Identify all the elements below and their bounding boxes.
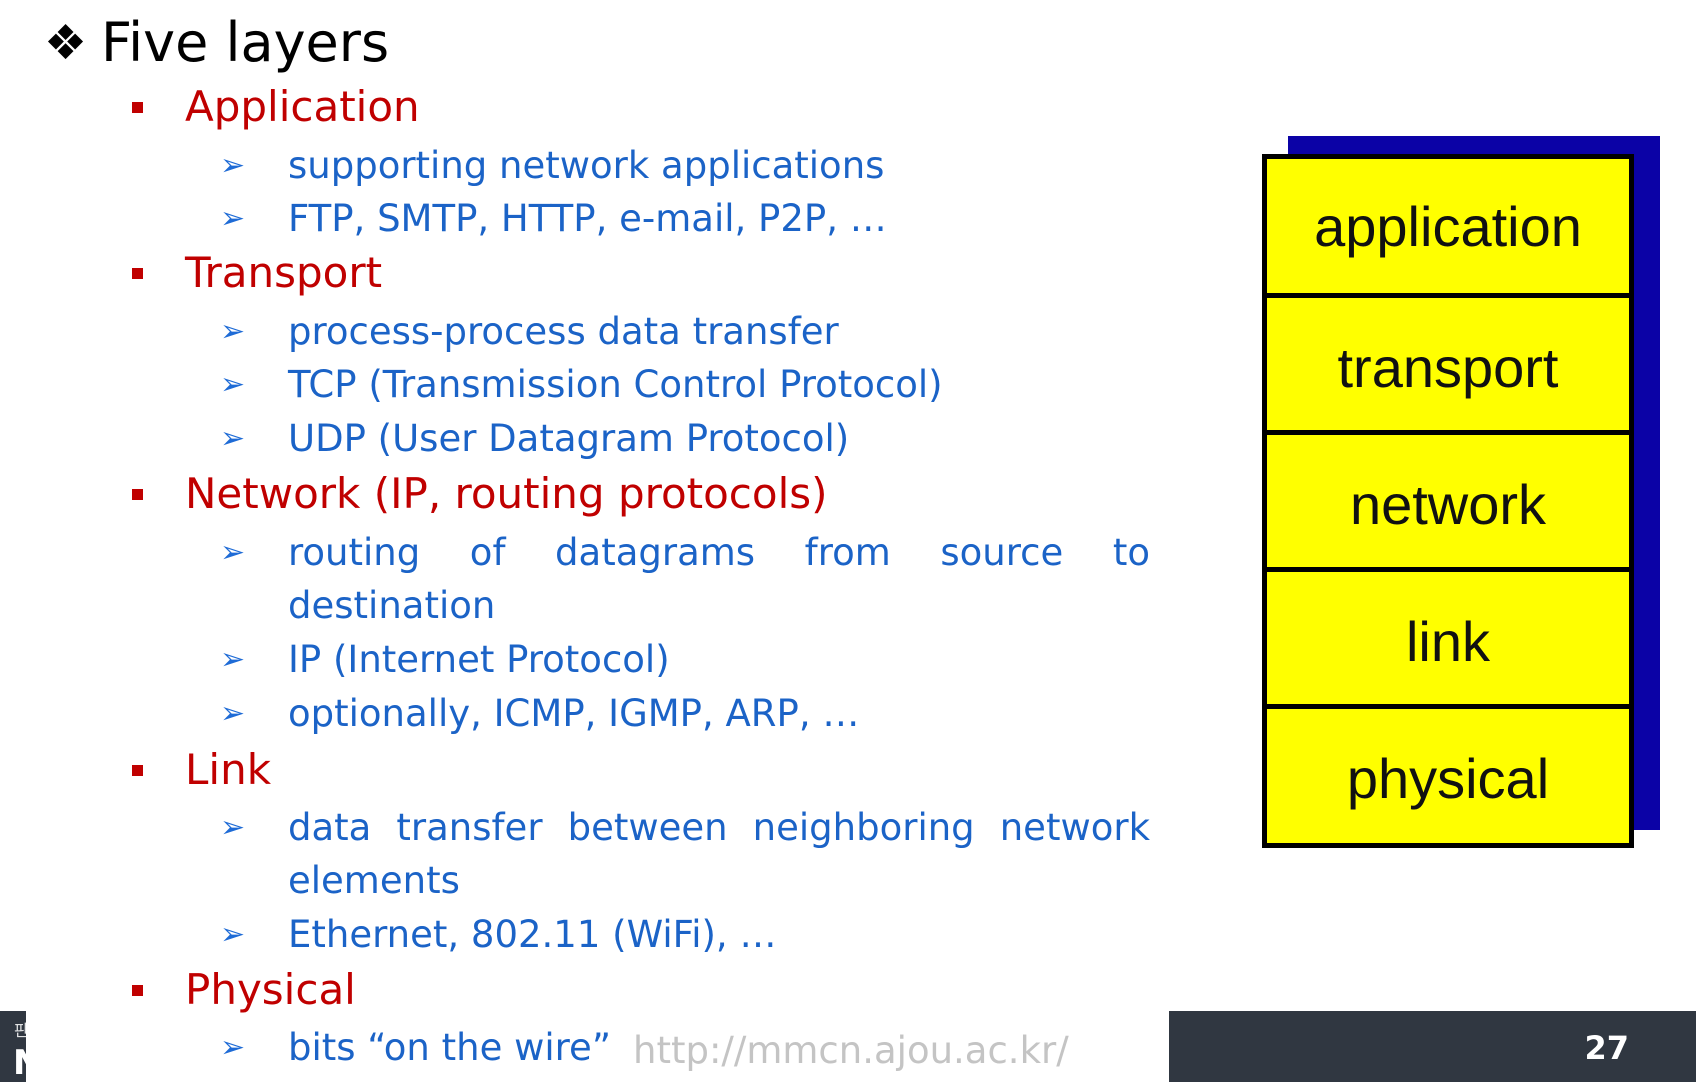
arrowhead-bullet-icon: ➢ (220, 1030, 246, 1065)
outline: Application ➢ supporting network applica… (132, 82, 1150, 1075)
red-square-bullet-icon (132, 488, 143, 500)
heading-application: Application (132, 82, 420, 132)
arrowhead-bullet-icon: ➢ (220, 148, 246, 183)
list-item-text: TCP (Transmission Control Protocol) (288, 363, 943, 406)
protocol-stack: application transport network link physi… (1262, 154, 1634, 848)
diamond-cluster-icon: ❖ (44, 15, 88, 71)
arrowhead-bullet-icon: ➢ (220, 917, 246, 952)
list-item: ➢ TCP (Transmission Control Protocol) (220, 358, 943, 412)
heading-network-text: Network (IP, routing protocols) (185, 469, 828, 518)
list-item-text: bits “on the wire” (288, 1026, 611, 1069)
list-item-text: data transfer between neighboring networ… (288, 806, 1150, 903)
list-item: ➢ data transfer between neighboring netw… (220, 801, 1150, 908)
arrowhead-bullet-icon: ➢ (220, 810, 246, 845)
layer-divider (1267, 293, 1629, 298)
heading-physical-text: Physical (185, 965, 356, 1014)
red-square-bullet-icon (132, 267, 143, 279)
heading-application-text: Application (185, 82, 420, 131)
list-item: ➢ bits “on the wire” (220, 1021, 611, 1075)
footer-left-letter: N (13, 1046, 26, 1080)
list-item-text: UDP (User Datagram Protocol) (288, 417, 850, 460)
protocol-stack-diagram: application transport network link physi… (1262, 136, 1660, 848)
list-item-text: IP (Internet Protocol) (288, 638, 670, 681)
arrowhead-bullet-icon: ➢ (220, 421, 246, 456)
layer-network: network (1349, 473, 1547, 536)
layer-transport: transport (1337, 336, 1559, 399)
red-square-bullet-icon (132, 764, 143, 776)
slide-title-text: Five layers (101, 11, 390, 74)
layer-divider (1267, 704, 1629, 709)
list-item: ➢ UDP (User Datagram Protocol) (220, 412, 849, 466)
arrowhead-bullet-icon: ➢ (220, 642, 246, 677)
heading-network: Network (IP, routing protocols) (132, 469, 828, 519)
list-item-text: FTP, SMTP, HTTP, e-mail, P2P, … (288, 197, 887, 240)
layer-link: link (1405, 610, 1491, 673)
list-item: ➢ supporting network applications (220, 139, 884, 193)
red-square-bullet-icon (132, 101, 143, 113)
footer-url: http://mmcn.ajou.ac.kr/ (633, 1029, 1069, 1072)
heading-physical: Physical (132, 965, 356, 1015)
footer-left-strip: 판 N (0, 1011, 26, 1082)
heading-transport: Transport (132, 248, 382, 298)
list-item: ➢ process-process data transfer (220, 305, 839, 359)
list-item-text: process-process data transfer (288, 310, 839, 353)
red-square-bullet-icon (132, 984, 143, 996)
footer-bar: 27 (1169, 1011, 1696, 1082)
list-item: ➢ IP (Internet Protocol) (220, 633, 670, 687)
layer-divider (1267, 430, 1629, 435)
heading-link: Link (132, 745, 271, 795)
arrowhead-bullet-icon: ➢ (220, 314, 246, 349)
list-item-text: Ethernet, 802.11 (WiFi), … (288, 913, 777, 956)
arrowhead-bullet-icon: ➢ (220, 535, 246, 570)
layer-divider (1267, 567, 1629, 572)
page-number: 27 (1584, 1029, 1629, 1067)
list-item-text: optionally, ICMP, IGMP, ARP, … (288, 692, 860, 735)
heading-link-text: Link (185, 745, 272, 794)
slide-title: ❖ Five layers (44, 8, 389, 78)
heading-transport-text: Transport (185, 248, 383, 297)
list-item: ➢ optionally, ICMP, IGMP, ARP, … (220, 687, 859, 741)
layer-application: application (1314, 195, 1582, 258)
list-item-text: supporting network applications (288, 144, 885, 187)
layer-physical: physical (1346, 747, 1550, 810)
footer-left-mark: 판 (14, 1021, 26, 1040)
list-item: ➢ FTP, SMTP, HTTP, e-mail, P2P, … (220, 192, 887, 246)
arrowhead-bullet-icon: ➢ (220, 201, 246, 236)
arrowhead-bullet-icon: ➢ (220, 367, 246, 402)
list-item-text: routing of datagrams from source to dest… (288, 531, 1150, 628)
arrowhead-bullet-icon: ➢ (220, 696, 246, 731)
list-item: ➢ Ethernet, 802.11 (WiFi), … (220, 908, 776, 962)
list-item: ➢ routing of datagrams from source to de… (220, 526, 1150, 633)
